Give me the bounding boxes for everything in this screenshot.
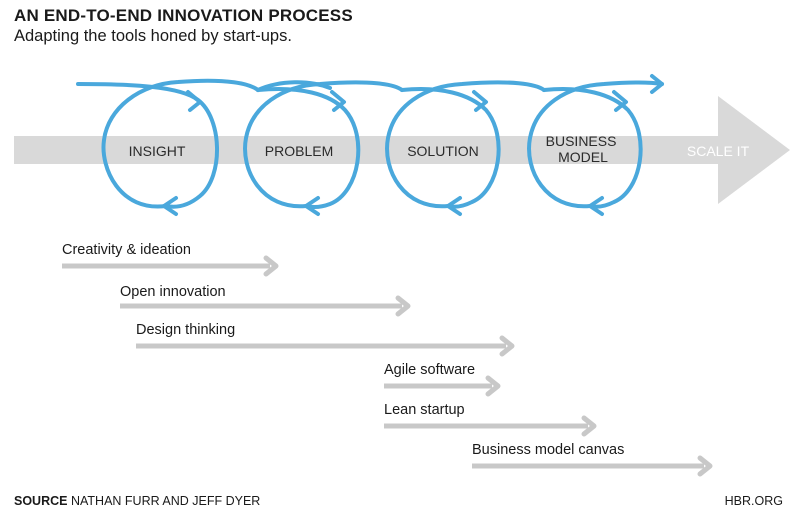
site-credit: HBR.ORG [724,494,783,508]
loop-business-model [542,87,643,209]
arrowhead-business-model-top [612,90,628,112]
loop-solution [400,87,501,209]
arrowhead-business-model-bottom [588,196,604,216]
stage-label-insight: INSIGHT [129,143,186,159]
tool-arrowhead [395,295,411,317]
tool-label: Creativity & ideation [62,242,191,258]
tool-arrowhead [263,255,279,277]
page-subtitle: Adapting the tools honed by start-ups. [14,27,292,45]
loop-problem [256,87,361,210]
stage-label-solution: SOLUTION [407,143,479,159]
tool-label: Agile software [384,362,475,378]
tool-arrowhead [581,415,597,437]
loop-problem-back [243,80,404,209]
stage-label-business-model: BUSINESS MODEL [546,133,621,165]
tool-arrowhead [485,375,501,397]
source-text: NATHAN FURR AND JEFF DYER [70,494,261,508]
tool-label: Open innovation [120,284,226,300]
page-title: AN END-TO-END INNOVATION PROCESS [14,6,353,25]
arrowhead-insight-top [186,90,202,112]
loop-business-model-back [527,80,664,209]
loop-solution-back [385,80,546,209]
arrowhead-exit [650,74,664,94]
stage-label-scale-it: SCALE IT [687,143,750,159]
tool-label: Design thinking [136,322,235,338]
tool-arrowhead [499,335,515,357]
tool-business-model-canvas: Business model canvas [472,442,713,477]
tool-arrowhead [697,455,713,477]
tool-design-thinking: Design thinking [136,322,515,357]
tool-lean-startup: Lean startup [384,402,597,437]
main-process-arrow [14,96,790,204]
arrowhead-insight-bottom [162,196,178,216]
loop-arrowheads [162,74,664,216]
tool-open-innovation: Open innovation [120,284,411,317]
arrowhead-problem-top [330,90,346,112]
tool-agile-software: Agile software [384,362,501,397]
tool-arrows: Creativity & ideation Open innovation De… [62,242,713,477]
arrowhead-solution-top [472,90,488,112]
source-label: SOURCE [14,494,68,508]
loop-insight [76,82,219,209]
arrowhead-problem-bottom [304,196,320,216]
source-credit: SOURCE NATHAN FURR AND JEFF DYER [14,494,260,508]
arrowhead-solution-bottom [446,196,462,216]
tool-label: Lean startup [384,402,465,418]
loop-insight-top [101,78,260,209]
iteration-loops [76,78,664,210]
stage-label-problem: PROBLEM [265,143,333,159]
tool-creativity-ideation: Creativity & ideation [62,242,279,277]
tool-label: Business model canvas [472,442,624,458]
